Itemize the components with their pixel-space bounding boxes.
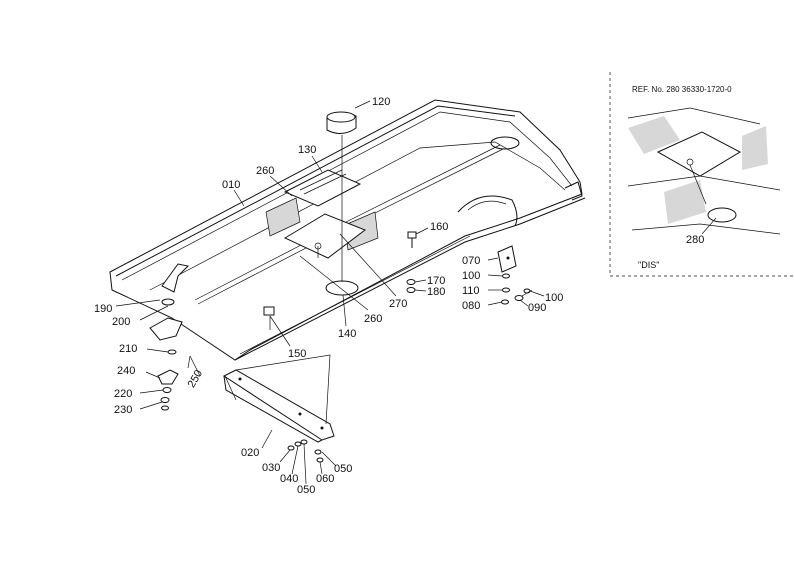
inset-part-label: 280 xyxy=(686,234,704,246)
part-label: 130 xyxy=(298,144,316,156)
clip-150 xyxy=(263,306,275,330)
part-label: 040 xyxy=(280,473,298,485)
bolt-160 xyxy=(407,231,417,248)
part-label: 110 xyxy=(462,285,480,297)
part-label: 190 xyxy=(94,303,112,315)
part-label: 090 xyxy=(528,302,546,314)
part-label: 250 xyxy=(186,368,206,390)
cover-plate-130 xyxy=(283,169,362,207)
mounting-rail-020 xyxy=(222,354,335,443)
part-label: 260 xyxy=(364,313,382,325)
part-label: 180 xyxy=(427,286,445,298)
small-parts-left xyxy=(157,349,191,411)
part-label: 140 xyxy=(338,328,356,340)
part-label: 240 xyxy=(117,365,135,377)
fasteners-100-110-080 xyxy=(501,273,510,305)
part-label: 010 xyxy=(222,179,240,191)
bracket-190 xyxy=(161,263,190,306)
part-label: 150 xyxy=(288,348,306,360)
part-label: 230 xyxy=(114,404,132,416)
part-label: 080 xyxy=(462,300,480,312)
clamp-plate xyxy=(149,317,183,341)
bracket-070 xyxy=(497,245,517,273)
cover-plate-270 xyxy=(283,213,367,259)
floor-hole-140 xyxy=(325,280,359,296)
part-label: 050 xyxy=(334,463,352,475)
part-label: 050 xyxy=(297,484,315,496)
part-label: 260 xyxy=(256,165,274,177)
part-label: 100 xyxy=(545,292,563,304)
part-label: 220 xyxy=(114,388,132,400)
small-parts-bottom xyxy=(287,439,324,463)
part-labels: 120 130 260 010 160 070 100 110 080 100 … xyxy=(94,85,732,496)
part-label: 100 xyxy=(462,270,480,282)
inset-variant-label: "DIS" xyxy=(638,260,659,270)
part-label: 120 xyxy=(372,96,390,108)
leader-lines xyxy=(115,100,717,485)
fasteners-170-180 xyxy=(406,279,416,293)
part-label: 210 xyxy=(119,343,137,355)
rubber-cap-120 xyxy=(326,111,357,282)
part-label: 200 xyxy=(112,316,130,328)
part-label: 070 xyxy=(462,255,480,267)
part-label: 020 xyxy=(241,447,259,459)
part-label: 160 xyxy=(430,221,448,233)
part-label: 060 xyxy=(316,473,334,485)
part-label: 170 xyxy=(427,275,445,287)
part-label: 270 xyxy=(389,298,407,310)
fasteners-100-090 xyxy=(514,288,533,301)
inset-ref-label: REF. No. 280 36330-1720-0 xyxy=(632,85,732,94)
part-label: 030 xyxy=(262,462,280,474)
inset-detail xyxy=(609,72,794,277)
